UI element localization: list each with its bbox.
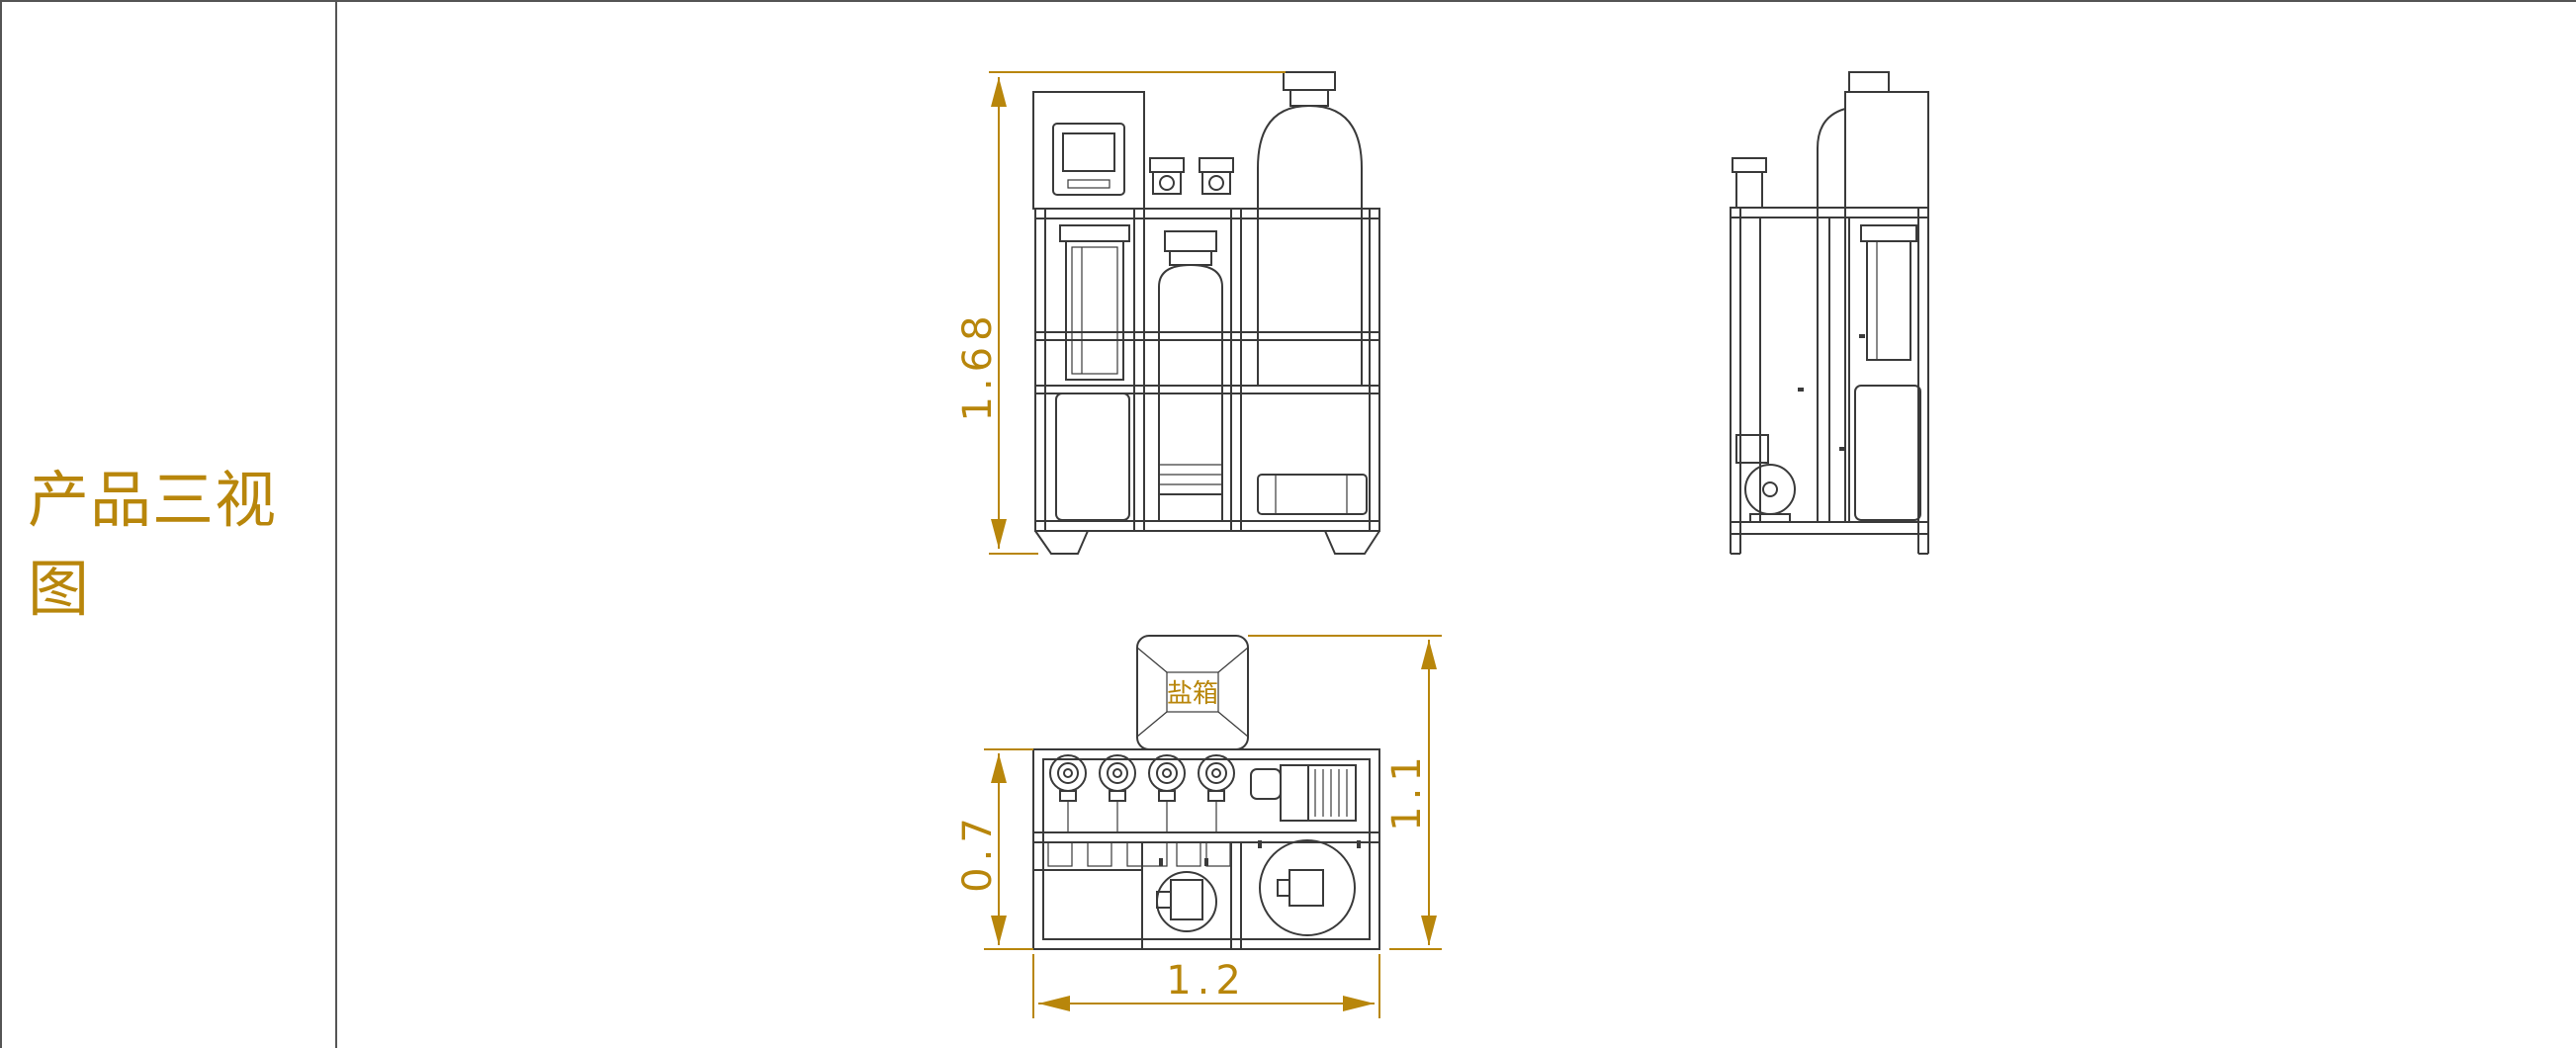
side-tall-tank: [1817, 107, 1846, 523]
top-pump-head: [1250, 768, 1282, 800]
brand-plate: [1067, 179, 1110, 189]
control-display-bezel: [1052, 123, 1125, 196]
pump-body: [1257, 474, 1368, 515]
top-total-depth-dimension: 1.1: [1248, 635, 1442, 950]
side-panel-box: [1844, 91, 1929, 209]
control-panel: [1032, 91, 1145, 210]
softener-tank: [1158, 263, 1223, 495]
top-cartridge-row: [1049, 754, 1235, 802]
side-cartridge-head: [1732, 157, 1767, 173]
top-pump-motor: [1307, 764, 1357, 822]
cartridge-head-2: [1199, 157, 1234, 173]
side-view: [1730, 71, 1929, 555]
title-column-divider: [335, 0, 337, 1048]
top-depth-dimension: 0.7: [955, 748, 1033, 950]
water-tank-left: [1055, 393, 1130, 521]
top-depth-label: 0.7: [955, 812, 1001, 893]
front-height-dimension: 1.68: [955, 71, 1286, 555]
sheet-label: 产品三视图: [28, 464, 278, 625]
side-tank: [1854, 385, 1921, 521]
top-width-dimension: 1.2: [1032, 954, 1380, 1018]
top-big-tank: [1259, 839, 1356, 936]
softener-valve: [1164, 230, 1217, 252]
filter-housing: [1065, 240, 1124, 381]
top-width-label: 1.2: [1166, 958, 1247, 1004]
salt-box-label: 盐箱: [1167, 679, 1218, 709]
control-display: [1062, 132, 1115, 172]
side-valve: [1848, 71, 1890, 93]
top-tank-left: [1032, 869, 1143, 950]
side-pump-motor: [1744, 464, 1796, 515]
side-filter-housing: [1866, 240, 1911, 361]
big-tank-valve: [1283, 71, 1336, 91]
big-tank: [1257, 104, 1363, 387]
top-total-depth-label: 1.1: [1384, 750, 1430, 831]
cartridge-head-1: [1149, 157, 1185, 173]
top-view: 盐箱: [1032, 635, 1380, 950]
front-view: [1032, 71, 1380, 555]
top-frame: [1032, 748, 1380, 950]
front-height-label: 1.68: [955, 309, 1001, 421]
front-frame: [1034, 208, 1380, 532]
filter-housing-cap: [1059, 224, 1130, 242]
